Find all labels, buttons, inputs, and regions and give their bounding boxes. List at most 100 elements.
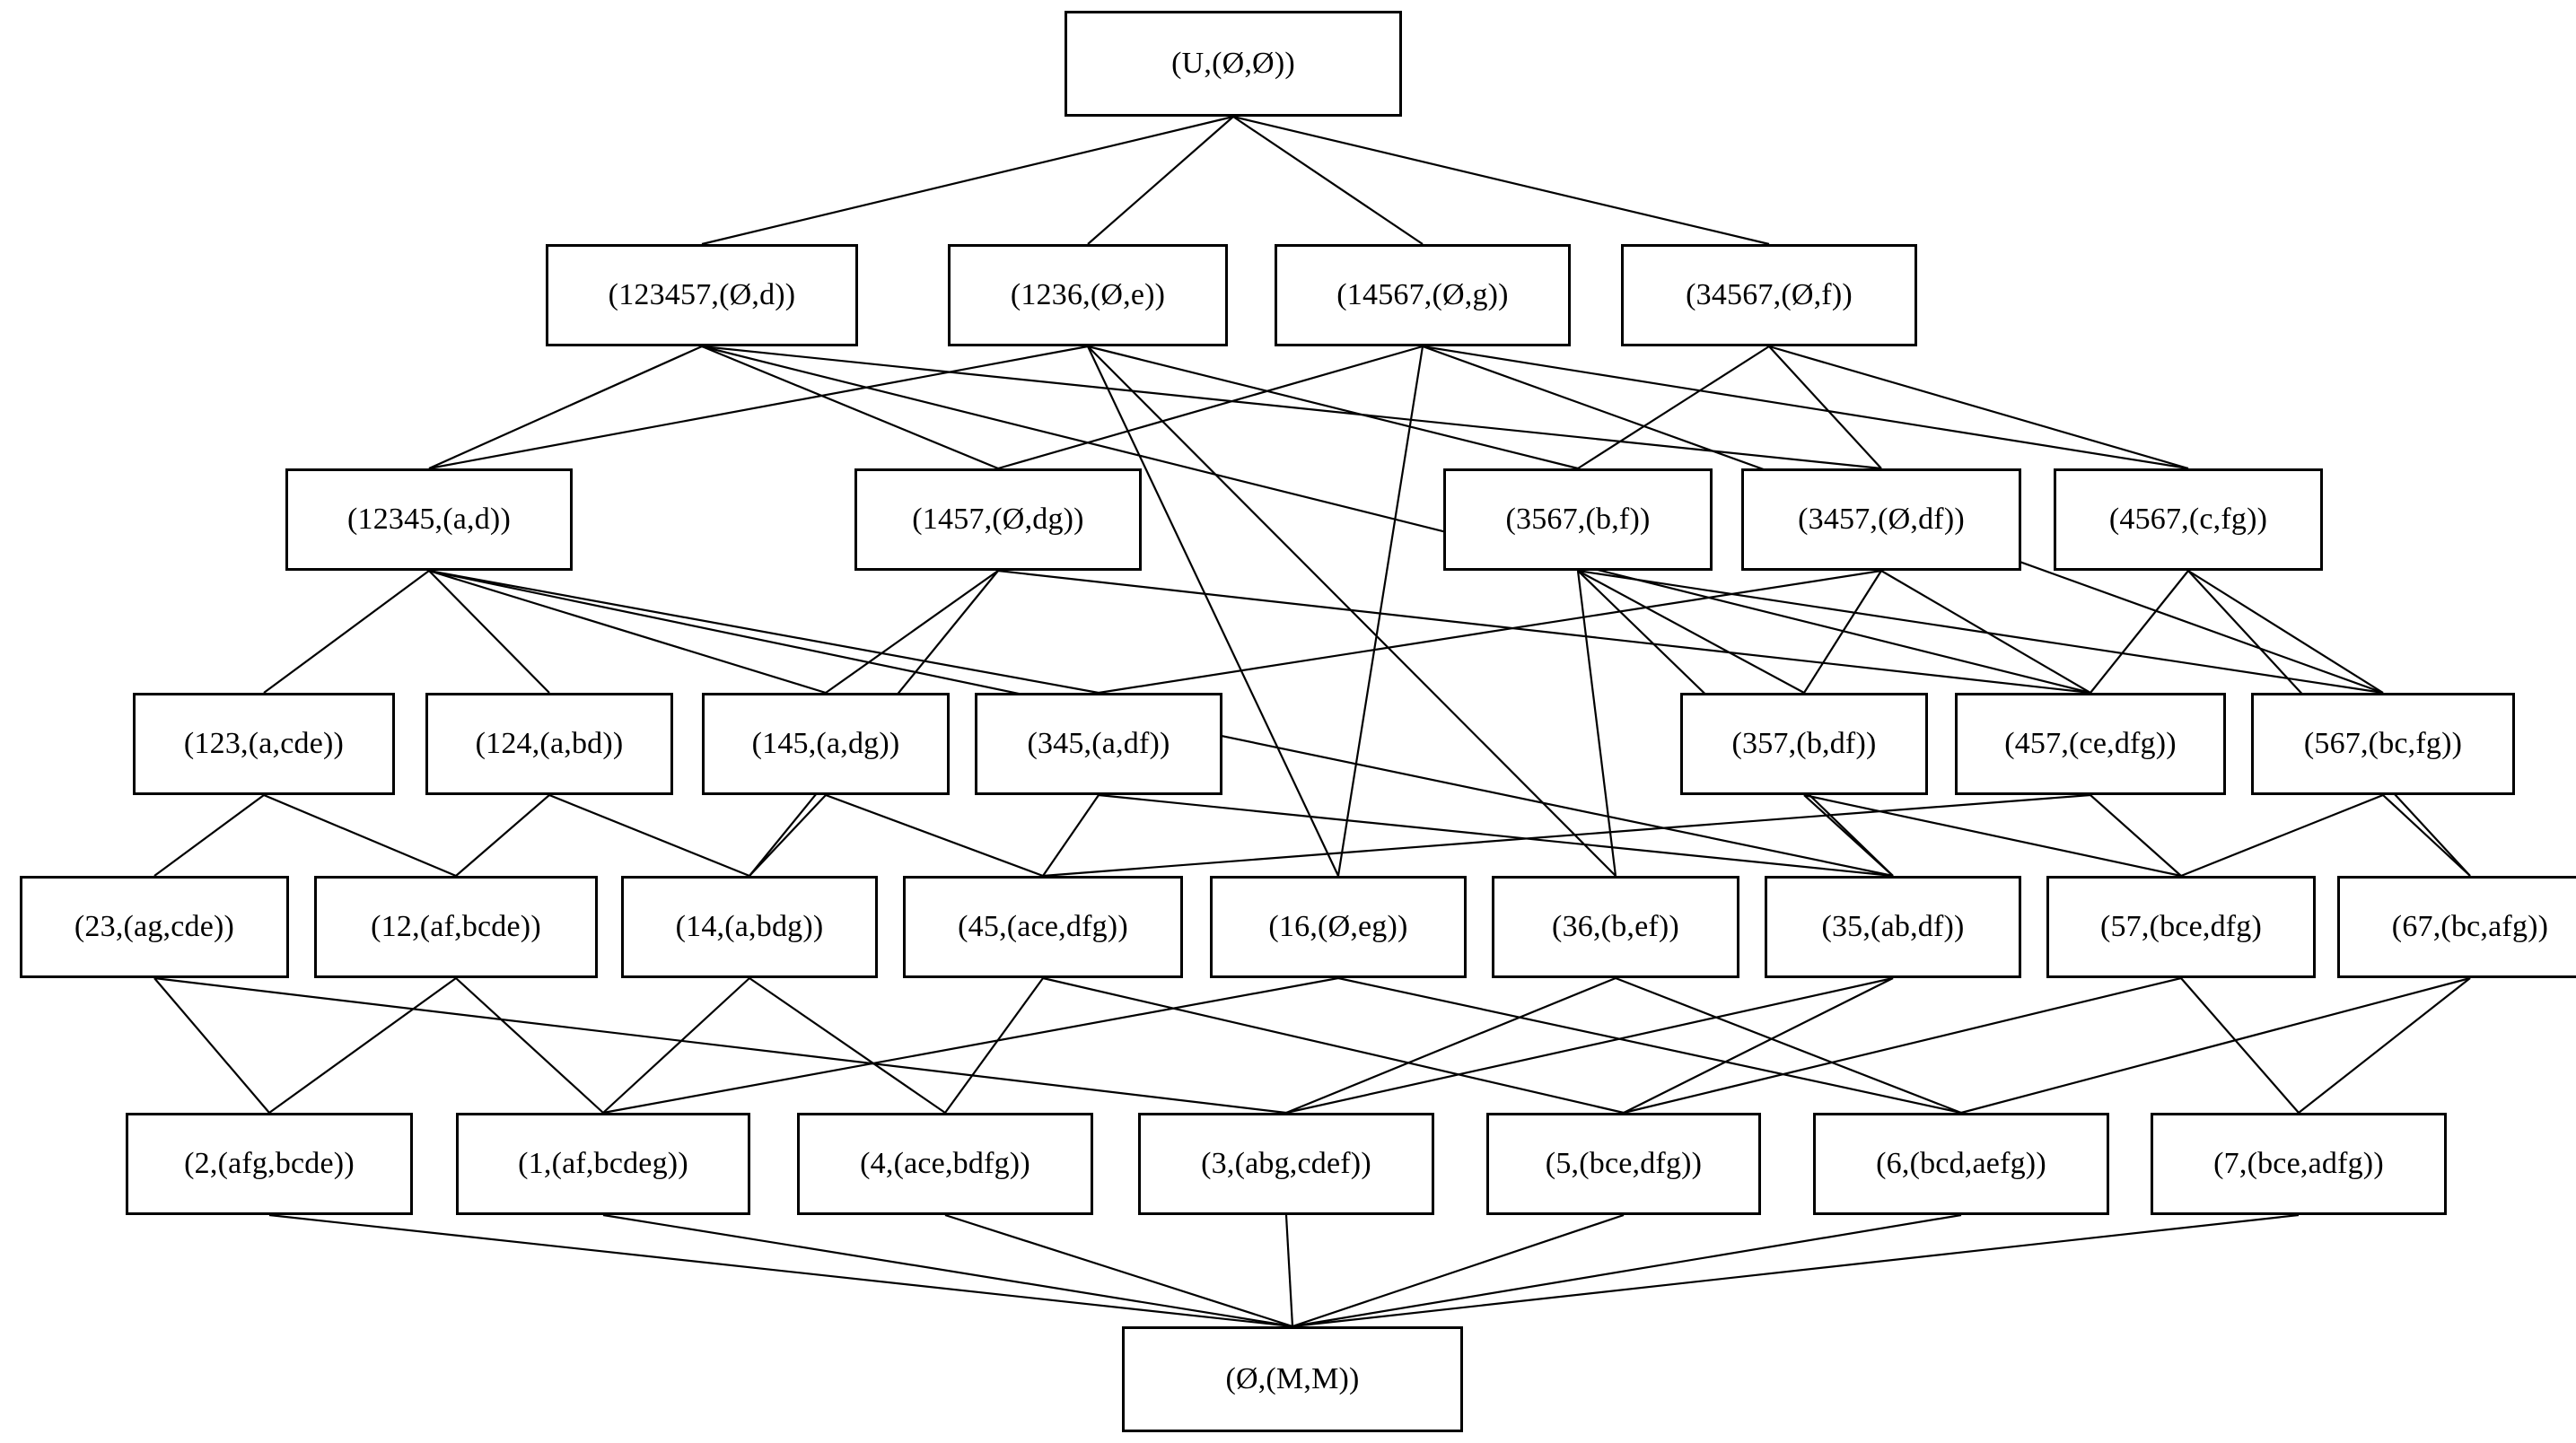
- lattice-edge-n123457-to-n3457: [701, 345, 1882, 470]
- lattice-edge-n12345-to-n345: [428, 569, 1100, 695]
- lattice-node-label: (16,(Ø,eg)): [1268, 910, 1408, 943]
- lattice-edge-n567-to-n57: [2180, 793, 2384, 878]
- lattice-edge-n12345-to-n145: [428, 569, 827, 695]
- lattice-node-n567[interactable]: (567,(bc,fg)): [2251, 693, 2515, 795]
- lattice-edge-n567-to-n67: [2382, 794, 2471, 877]
- lattice-edge-n123-to-n12: [263, 793, 457, 878]
- lattice-edge-n12-to-n2: [268, 977, 457, 1114]
- lattice-edge-n35-to-n3: [1285, 976, 1894, 1115]
- lattice-edge-n4567-to-n457: [2090, 570, 2189, 694]
- lattice-edge-top-to-n34567: [1232, 115, 1770, 246]
- lattice-edge-n145-to-n14: [749, 794, 827, 877]
- lattice-node-bottom[interactable]: (Ø,(M,M)): [1122, 1326, 1463, 1432]
- lattice-edge-n345-to-n35: [1098, 793, 1894, 878]
- lattice-node-label: (123457,(Ø,d)): [608, 278, 796, 311]
- lattice-node-n4567[interactable]: (4567,(c,fg)): [2054, 468, 2323, 571]
- lattice-node-label: (3,(abg,cdef)): [1201, 1147, 1371, 1180]
- lattice-node-label: (12345,(a,d)): [347, 503, 511, 536]
- lattice-edge-n3457-to-n357: [1803, 570, 1882, 694]
- lattice-node-label: (5,(bce,dfg)): [1545, 1147, 1703, 1180]
- lattice-node-label: (23,(ag,cde)): [74, 910, 235, 943]
- lattice-edge-n4567-to-n567: [2187, 570, 2384, 694]
- lattice-node-n23[interactable]: (23,(ag,cde)): [20, 876, 289, 978]
- lattice-edge-n2-to-bottom: [268, 1213, 1293, 1328]
- lattice-node-n457[interactable]: (457,(ce,dfg)): [1955, 693, 2226, 795]
- lattice-node-n16[interactable]: (16,(Ø,eg)): [1210, 876, 1467, 978]
- lattice-edge-n3457-to-n345: [1098, 569, 1882, 695]
- lattice-node-label: (457,(ce,dfg)): [2004, 727, 2177, 760]
- lattice-node-n3457[interactable]: (3457,(Ø,df)): [1741, 468, 2021, 571]
- lattice-node-n45[interactable]: (45,(ace,dfg)): [903, 876, 1183, 978]
- lattice-node-n145[interactable]: (145,(a,dg)): [702, 693, 950, 795]
- lattice-edge-n7-to-bottom: [1292, 1213, 2300, 1328]
- lattice-edge-n345-to-n45: [1042, 794, 1100, 877]
- lattice-node-n5[interactable]: (5,(bce,dfg)): [1486, 1113, 1761, 1215]
- lattice-node-n123[interactable]: (123,(a,cde)): [133, 693, 395, 795]
- lattice-edge-n1457-to-n145: [825, 570, 999, 694]
- lattice-node-n3567[interactable]: (3567,(b,f)): [1443, 468, 1713, 571]
- lattice-node-n57[interactable]: (57,(bce,dfg): [2046, 876, 2316, 978]
- lattice-edge-n123457-to-n12345: [428, 345, 703, 470]
- lattice-edge-n3457-to-n457: [1880, 570, 2091, 694]
- lattice-edge-n457-to-n57: [2090, 794, 2182, 877]
- lattice-edge-n12345-to-n124: [428, 570, 550, 694]
- lattice-node-n2[interactable]: (2,(afg,bcde)): [126, 1113, 413, 1215]
- lattice-edge-n16-to-n6: [1337, 976, 1962, 1115]
- lattice-node-label: (U,(Ø,Ø)): [1171, 47, 1295, 80]
- lattice-node-n7[interactable]: (7,(bce,adfg)): [2151, 1113, 2447, 1215]
- lattice-node-n3[interactable]: (3,(abg,cdef)): [1138, 1113, 1434, 1215]
- lattice-node-n345[interactable]: (345,(a,df)): [975, 693, 1222, 795]
- lattice-node-n34567[interactable]: (34567,(Ø,f)): [1621, 244, 1917, 346]
- lattice-edge-n67-to-n6: [1960, 976, 2471, 1115]
- lattice-node-n1[interactable]: (1,(af,bcdeg)): [456, 1113, 750, 1215]
- lattice-node-n12[interactable]: (12,(af,bcde)): [314, 876, 598, 978]
- lattice-node-n123457[interactable]: (123457,(Ø,d)): [546, 244, 858, 346]
- lattice-edge-n35-to-n5: [1623, 977, 1894, 1114]
- lattice-edge-n45-to-n5: [1042, 976, 1625, 1115]
- lattice-edge-n12345-to-n123: [263, 570, 430, 694]
- lattice-node-label: (12,(af,bcde)): [371, 910, 541, 943]
- lattice-edge-n5-to-bottom: [1292, 1213, 1625, 1328]
- lattice-edge-n3567-to-n567: [1577, 569, 2384, 695]
- lattice-node-n1236[interactable]: (1236,(Ø,e)): [948, 244, 1228, 346]
- lattice-edge-n16-to-n1: [602, 976, 1339, 1115]
- lattice-node-n67[interactable]: (67,(bc,afg)): [2337, 876, 2576, 978]
- lattice-node-n12345[interactable]: (12345,(a,d)): [285, 468, 573, 571]
- lattice-node-label: (123,(a,cde)): [183, 727, 345, 760]
- lattice-edge-n14-to-n4: [749, 977, 946, 1114]
- lattice-node-n6[interactable]: (6,(bcd,aefg)): [1813, 1113, 2109, 1215]
- lattice-edge-n123457-to-n457: [701, 345, 2091, 695]
- lattice-edge-n67-to-n7: [2298, 977, 2471, 1114]
- lattice-node-label: (3457,(Ø,df)): [1798, 503, 1965, 536]
- lattice-node-label: (145,(a,dg)): [751, 727, 900, 760]
- lattice-edge-n357-to-n35: [1803, 794, 1894, 877]
- lattice-node-label: (357,(b,df)): [1731, 727, 1877, 760]
- lattice-edge-n14567-to-n16: [1336, 345, 1424, 877]
- lattice-edge-n1236-to-n12345: [428, 345, 1089, 470]
- lattice-node-n4[interactable]: (4,(ace,bdfg)): [797, 1113, 1093, 1215]
- lattice-node-n1457[interactable]: (1457,(Ø,dg)): [854, 468, 1142, 571]
- lattice-edge-n145-to-n45: [825, 793, 1044, 878]
- lattice-node-label: (57,(bce,dfg): [2099, 910, 2263, 943]
- lattice-node-label: (14,(a,bdg)): [675, 910, 824, 943]
- lattice-node-label: (1236,(Ø,e)): [1010, 278, 1166, 311]
- lattice-node-n35[interactable]: (35,(ab,df)): [1765, 876, 2021, 978]
- lattice-node-label: (4,(ace,bdfg)): [860, 1147, 1030, 1180]
- lattice-edge-n124-to-n12: [455, 794, 550, 877]
- lattice-edge-n23-to-n3: [153, 976, 1287, 1115]
- lattice-node-n14567[interactable]: (14567,(Ø,g)): [1275, 244, 1571, 346]
- lattice-node-n124[interactable]: (124,(a,bd)): [425, 693, 673, 795]
- lattice-node-n36[interactable]: (36,(b,ef)): [1492, 876, 1739, 978]
- lattice-node-label: (67,(bc,afg)): [2391, 910, 2549, 943]
- lattice-node-label: (14567,(Ø,g)): [1336, 278, 1509, 311]
- lattice-edge-n14-to-n1: [602, 977, 750, 1114]
- lattice-node-n14[interactable]: (14,(a,bdg)): [621, 876, 878, 978]
- lattice-edge-n1236-to-n3567: [1087, 345, 1579, 470]
- lattice-node-n357[interactable]: (357,(b,df)): [1680, 693, 1928, 795]
- lattice-edge-n3567-to-n36: [1576, 570, 1617, 877]
- lattice-node-top[interactable]: (U,(Ø,Ø)): [1065, 11, 1402, 117]
- lattice-edge-n57-to-n7: [2180, 977, 2300, 1114]
- lattice-node-label: (4567,(c,fg)): [2108, 503, 2268, 536]
